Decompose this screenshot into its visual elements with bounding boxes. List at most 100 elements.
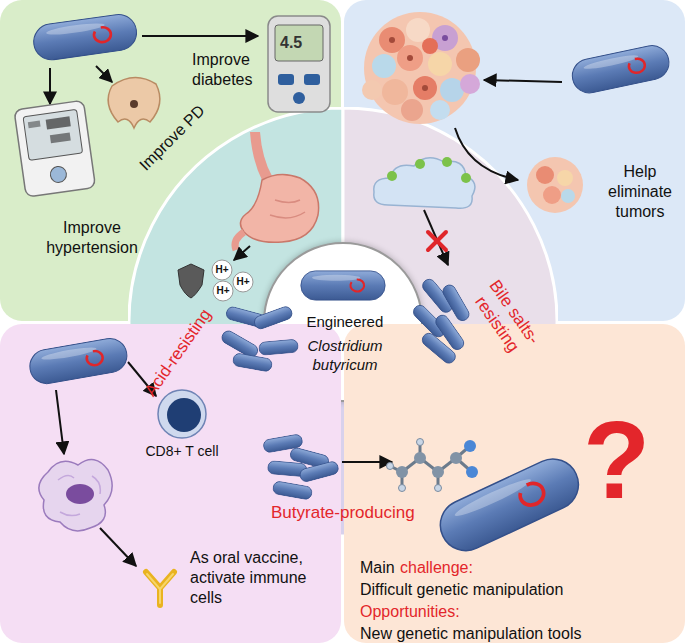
butyrate-molecule bbox=[456, 458, 472, 472]
butyrate-molecule bbox=[456, 446, 470, 458]
glucose-meter bbox=[293, 92, 305, 104]
arrow bbox=[49, 68, 51, 104]
tumor-cluster bbox=[430, 100, 450, 120]
shield-icon bbox=[178, 264, 204, 298]
bacteria-cluster bbox=[220, 329, 260, 360]
bacteria-cluster bbox=[232, 353, 273, 373]
tumor-cluster bbox=[456, 48, 480, 72]
bile-salt-cloud bbox=[442, 157, 452, 167]
proton-symbol: H+ bbox=[217, 285, 230, 298]
butyrate-molecule bbox=[438, 458, 456, 472]
butyrate-molecule bbox=[432, 466, 444, 478]
application-text: As oral vaccine, activate immune cells bbox=[190, 548, 330, 608]
butyrate-molecule bbox=[390, 466, 402, 472]
proton-circle bbox=[213, 281, 233, 301]
proton-circle bbox=[212, 260, 232, 280]
glucose-meter bbox=[268, 16, 330, 112]
arrow bbox=[342, 461, 392, 463]
tumor-cluster bbox=[406, 18, 430, 42]
bacteria-cluster bbox=[263, 434, 340, 501]
outlook-text: New genetic manipulation tools bbox=[360, 624, 581, 643]
tumor-cluster bbox=[442, 35, 448, 41]
tumor-cluster bbox=[364, 12, 476, 124]
engineered-bacterium bbox=[27, 336, 129, 387]
butyrate-molecule bbox=[387, 463, 394, 470]
bile-salt-cloud bbox=[374, 158, 475, 208]
brain-icon bbox=[108, 77, 160, 128]
stomach-icon bbox=[250, 132, 272, 180]
tumor-cluster bbox=[401, 99, 423, 121]
benefit-text: Improve hypertension bbox=[32, 218, 152, 258]
tumor-cluster bbox=[382, 79, 408, 105]
benefit-text: Improve diabetes bbox=[192, 50, 267, 90]
blood-pressure-monitor bbox=[14, 100, 96, 197]
arrow bbox=[96, 66, 112, 82]
antigen-presenting-cell bbox=[39, 460, 112, 531]
bacteria-cluster bbox=[420, 331, 458, 366]
outlook-heading: challenge: bbox=[400, 558, 473, 578]
tumor-cluster bbox=[422, 85, 428, 91]
arrow bbox=[424, 210, 448, 265]
antibody-icon bbox=[147, 574, 173, 603]
block-cross bbox=[428, 232, 446, 250]
bacteria-cluster bbox=[289, 447, 330, 470]
tumor-cluster bbox=[379, 27, 405, 53]
small-tumor bbox=[561, 189, 575, 203]
butyrate-molecule bbox=[435, 485, 442, 492]
antigen-presenting-cell bbox=[39, 460, 112, 531]
bacteria-cluster bbox=[225, 306, 266, 329]
bacteria-cluster bbox=[299, 460, 340, 483]
bile-salt-cloud bbox=[461, 173, 471, 183]
tumor-cluster bbox=[422, 38, 438, 54]
arrow bbox=[234, 246, 250, 260]
butyrate-molecule bbox=[437, 472, 440, 488]
bacteria-cluster bbox=[220, 305, 299, 372]
stomach-icon bbox=[235, 132, 319, 250]
glucose-meter bbox=[304, 74, 320, 85]
blood-pressure-monitor bbox=[28, 121, 41, 129]
bacteria-cluster bbox=[433, 313, 466, 352]
antigen-presenting-cell bbox=[66, 484, 94, 504]
arrow bbox=[56, 390, 64, 454]
tumor-cluster bbox=[407, 55, 413, 61]
tumor-cluster bbox=[362, 80, 382, 100]
small-tumor bbox=[527, 157, 583, 213]
arrow bbox=[128, 362, 156, 396]
tumor-cluster bbox=[389, 37, 395, 43]
tumor-cluster bbox=[460, 74, 480, 94]
arrow bbox=[100, 528, 136, 566]
engineered-bacterium bbox=[301, 271, 385, 300]
glucose-meter bbox=[268, 16, 330, 112]
butyrate-molecule bbox=[396, 466, 408, 478]
tumor-cluster bbox=[428, 52, 452, 76]
antibody-icon bbox=[146, 572, 174, 605]
bile-salt-cloud bbox=[387, 171, 397, 181]
feature-label: Butyrate-producing bbox=[271, 502, 415, 523]
outlook-text: Difficult genetic manipulation bbox=[360, 580, 563, 600]
engineered-bacterium bbox=[31, 12, 138, 62]
tumor-cluster bbox=[397, 45, 423, 71]
bacteria-cluster bbox=[441, 283, 472, 323]
proton-circle bbox=[233, 272, 253, 292]
arrow bbox=[50, 36, 258, 104]
arrow bbox=[424, 210, 448, 265]
arrow bbox=[484, 80, 562, 82]
glucose-meter bbox=[275, 25, 323, 61]
stomach-icon bbox=[270, 200, 305, 218]
bile-salt-cloud bbox=[374, 157, 475, 208]
outlook-heading: Opportunities: bbox=[360, 602, 460, 622]
proton-circle bbox=[212, 260, 253, 301]
arrow bbox=[234, 246, 250, 260]
engineered-bacterium bbox=[301, 271, 385, 300]
benefit-text: Help eliminate tumors bbox=[600, 162, 680, 222]
engineered-bacterium bbox=[31, 12, 138, 62]
arrow bbox=[142, 35, 258, 37]
tumor-cluster bbox=[413, 76, 437, 100]
small-tumor bbox=[557, 170, 573, 186]
butyrate-molecule bbox=[464, 440, 476, 452]
antibody-icon bbox=[146, 572, 174, 605]
butyrate-molecule bbox=[387, 439, 479, 492]
butyrate-molecule bbox=[402, 458, 420, 472]
glucose-meter bbox=[278, 74, 294, 85]
